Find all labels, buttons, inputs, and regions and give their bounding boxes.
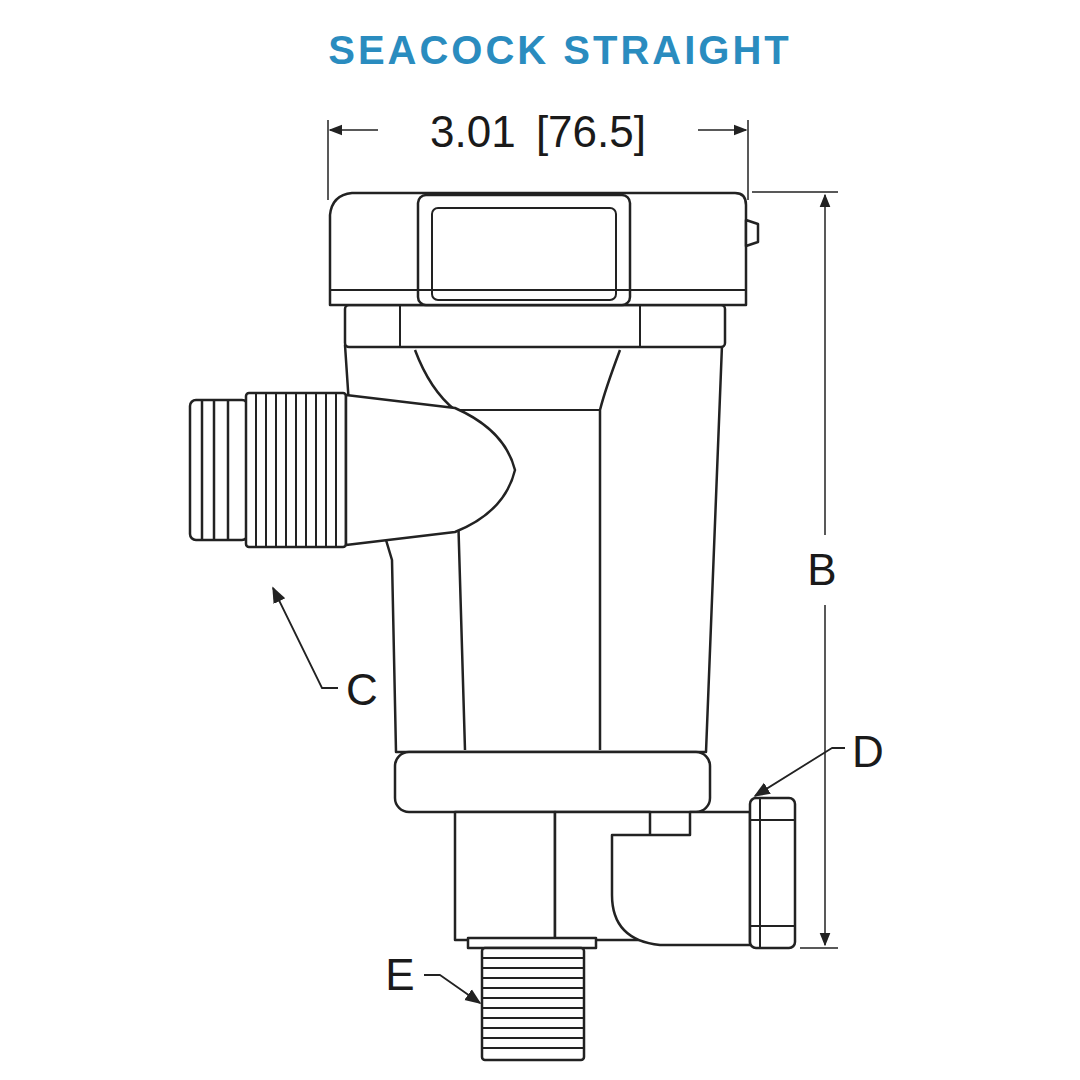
callout-letter: D	[848, 728, 888, 776]
callout-letter: C	[342, 666, 382, 714]
dimension-letter: B	[803, 546, 840, 594]
diagram-title: SEACOCK STRAIGHT	[328, 30, 792, 70]
dimension-width: 3.01 [76.5]	[426, 108, 650, 156]
callout-letter: E	[381, 951, 418, 999]
